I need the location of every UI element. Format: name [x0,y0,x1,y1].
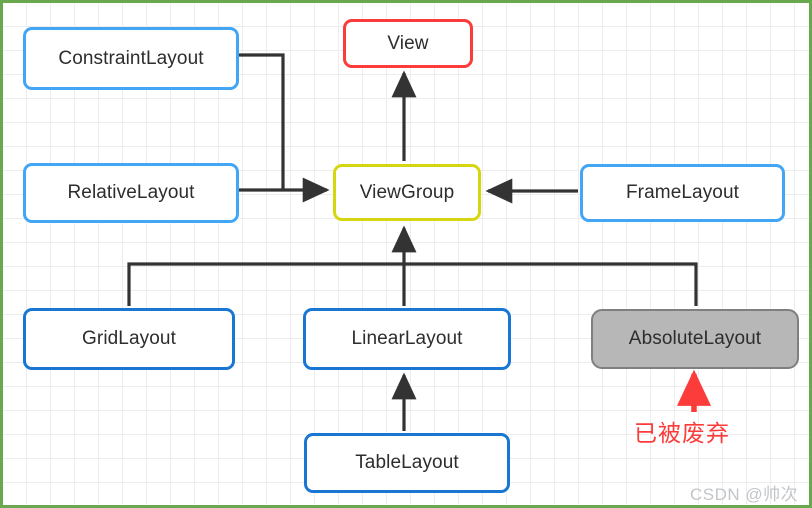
node-label: ViewGroup [359,181,455,203]
node-constraintlayout[interactable]: ConstraintLayout [23,27,239,90]
node-label: LinearLayout [351,328,463,349]
node-relativelayout[interactable]: RelativeLayout [23,163,239,223]
csdn-watermark: CSDN @帅次 [690,485,799,504]
edge-constraintlayout-to-viewgroup [236,53,285,190]
node-label: View [387,32,429,54]
node-tablelayout[interactable]: TableLayout [304,433,510,493]
node-label: RelativeLayout [67,182,195,203]
node-gridlayout[interactable]: GridLayout [23,308,235,370]
node-label: FrameLayout [625,182,740,203]
node-view[interactable]: View [343,19,473,68]
node-absolutelayout[interactable]: AbsoluteLayout [591,309,799,369]
node-label: TableLayout [355,452,459,473]
node-label: GridLayout [82,328,176,349]
node-label: AbsoluteLayout [628,328,762,349]
node-label: ConstraintLayout [58,47,204,69]
edge-children-bus-to-viewgroup [127,225,698,306]
deprecated-annotation: 已被废弃 [634,420,730,446]
node-framelayout[interactable]: FrameLayout [580,164,785,222]
node-viewgroup[interactable]: ViewGroup [333,164,481,221]
node-linearlayout[interactable]: LinearLayout [303,308,511,370]
